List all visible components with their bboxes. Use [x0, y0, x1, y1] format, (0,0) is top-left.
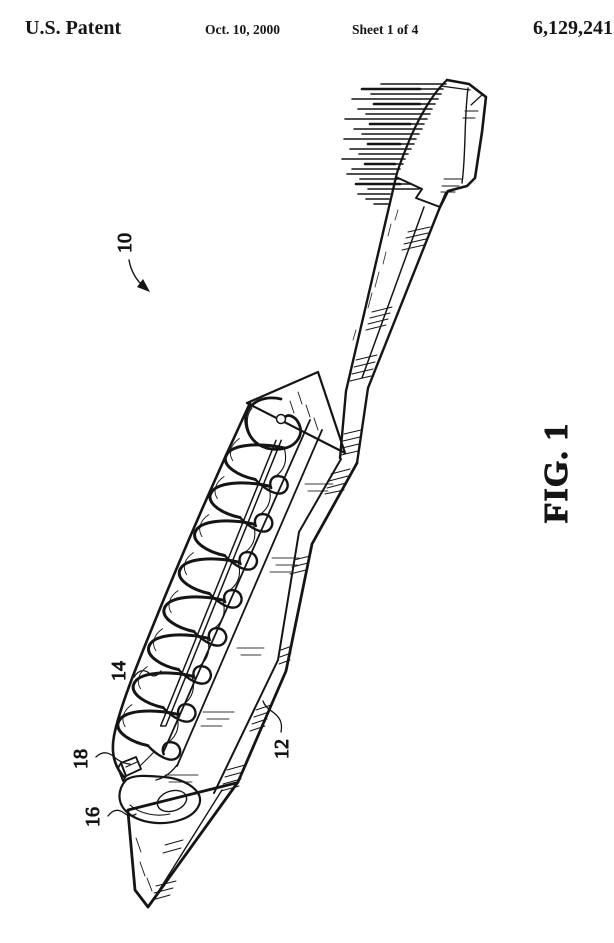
ref-label-12: 12 — [271, 739, 293, 759]
crank-tab — [117, 751, 155, 782]
auger-flights — [110, 427, 303, 765]
sheet-header: U.S. Patent Oct. 10, 2000 Sheet 1 of 4 6… — [25, 17, 613, 39]
reference-labels: 10 14 18 16 12 — [70, 233, 294, 828]
ref-12: 12 — [262, 700, 294, 760]
patent-title: U.S. Patent — [25, 17, 121, 39]
ref-label-10: 10 — [114, 233, 136, 253]
ref-leader-16 — [107, 809, 137, 817]
ref-label-14: 14 — [108, 661, 130, 681]
handle-body — [111, 370, 362, 909]
ref-10: 10 — [114, 233, 150, 292]
neck-hatch-bands — [349, 226, 431, 382]
ref-14: 14 — [108, 661, 162, 682]
bristles — [341, 83, 447, 205]
reservoir — [155, 419, 323, 781]
head-hatch-lines — [440, 110, 479, 193]
auger-screw — [110, 396, 303, 825]
ref-leader-18 — [95, 752, 131, 765]
ref-16: 16 — [82, 807, 137, 828]
ref-label-16: 16 — [82, 807, 104, 827]
triangle-shading-dashes — [289, 391, 319, 431]
auger-shaft — [159, 439, 282, 727]
ref-leader-14 — [133, 669, 162, 678]
ref-18: 18 — [70, 749, 131, 770]
figure-label: FIG. 1 — [538, 423, 575, 523]
face-shading-dashes — [164, 483, 334, 783]
shoulder-triangle — [245, 370, 347, 455]
tip-wedge — [126, 780, 240, 909]
auger-top-curl — [244, 396, 302, 451]
toothbrush-drawing: 10 14 18 16 12 FIG. 1 — [70, 78, 576, 909]
end-knob — [118, 774, 202, 825]
patent-number: 6,129,241 — [533, 17, 613, 39]
ref-leader-12 — [262, 700, 283, 733]
patent-date: Oct. 10, 2000 — [205, 22, 280, 37]
neck-shading-dashes — [352, 209, 399, 341]
chamfer-hatch-bands — [220, 429, 362, 792]
neck — [338, 175, 448, 465]
sheet-number: Sheet 1 of 4 — [352, 22, 419, 37]
ref-label-18: 18 — [70, 749, 92, 769]
